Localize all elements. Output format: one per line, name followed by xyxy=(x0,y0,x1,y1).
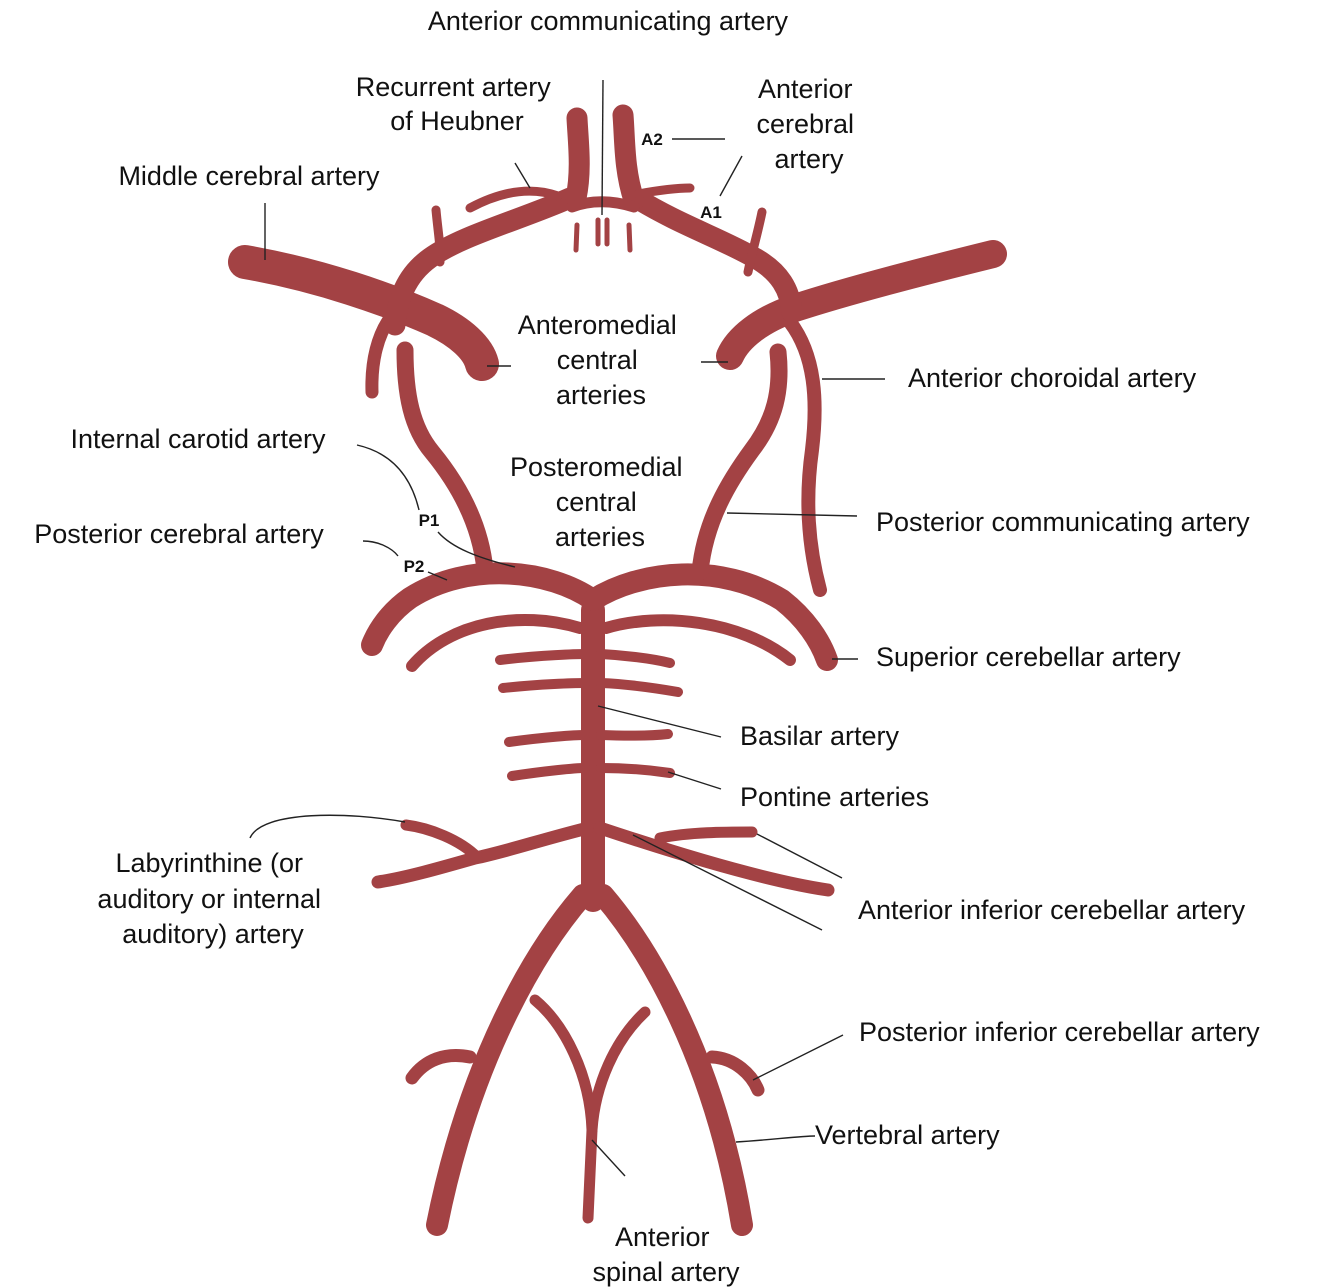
label-posterior-communicating-artery: Posterior communicating artery xyxy=(876,507,1250,537)
pontine-artery xyxy=(503,683,585,688)
leader-a1 xyxy=(720,156,742,196)
label-anterior-inferior-cerebellar-artery: Anterior inferior cerebellar artery xyxy=(858,895,1246,925)
label-p1: P1 xyxy=(419,511,440,530)
left-pica xyxy=(412,1056,470,1078)
label-anterior-communicating-artery: Anterior communicating artery xyxy=(428,6,789,36)
pontine-artery xyxy=(509,735,585,742)
right-posterior-communicating-artery xyxy=(700,352,779,572)
pontine-artery xyxy=(601,654,670,663)
labyrinthine-artery xyxy=(406,825,477,857)
anterior-choroidal-artery xyxy=(790,322,820,590)
right-recurrent-artery-of-heubner xyxy=(638,188,690,194)
left-middle-cerebral-artery xyxy=(245,262,482,364)
anteromedial-branch xyxy=(629,225,630,250)
leader-posterior-communicating xyxy=(727,513,857,516)
label-internal-carotid-artery: Internal carotid artery xyxy=(70,424,326,454)
anterior-communicating-artery xyxy=(572,202,634,207)
label-anterior-choroidal-artery: Anterior choroidal artery xyxy=(908,363,1197,393)
leader-anterior-spinal xyxy=(592,1140,625,1176)
label-posteromedial-central-arteries: Posteromedial central arteries xyxy=(510,452,690,552)
anterior-spinal-artery xyxy=(588,1130,592,1218)
left-a2-segment xyxy=(576,118,579,198)
label-superior-cerebellar-artery: Superior cerebellar artery xyxy=(876,642,1181,672)
right-a2-segment xyxy=(623,115,634,200)
pontine-artery xyxy=(601,768,670,773)
leader-pontine xyxy=(668,772,721,789)
right-labyrinthine-artery xyxy=(660,832,752,838)
label-recurrent-artery-of-heubner: Recurrent artery of Heubner xyxy=(356,72,559,136)
label-p2: P2 xyxy=(404,557,425,576)
label-posterior-inferior-cerebellar-artery: Posterior inferior cerebellar artery xyxy=(859,1017,1260,1047)
anterior-spinal-left-root xyxy=(535,1000,592,1130)
right-pica xyxy=(712,1057,758,1090)
label-pontine-arteries: Pontine arteries xyxy=(740,782,929,812)
leader-aica-upper xyxy=(757,834,842,878)
leader-pica xyxy=(753,1035,843,1080)
leader-recurrent-heubner xyxy=(515,163,530,188)
label-labyrinthine-artery: Labyrinthine (or auditory or internal au… xyxy=(97,848,328,949)
pontine-artery xyxy=(500,654,585,660)
leader-labyrinthine xyxy=(250,815,405,838)
left-vertical-branch xyxy=(436,210,440,262)
label-anterior-cerebral-artery: Anterior cerebral artery xyxy=(756,74,861,174)
pontine-artery xyxy=(601,734,668,736)
left-posterior-cerebral-artery xyxy=(372,573,593,645)
leader-posterior-cerebral xyxy=(363,541,398,556)
anteromedial-branch xyxy=(576,225,577,250)
label-middle-cerebral-artery: Middle cerebral artery xyxy=(118,161,380,191)
label-a1: A1 xyxy=(700,203,722,222)
label-basilar-artery: Basilar artery xyxy=(740,721,900,751)
label-anterior-spinal-artery: Anterior spinal artery xyxy=(592,1222,740,1287)
leader-internal-carotid xyxy=(357,445,419,510)
pontine-artery xyxy=(512,768,585,776)
label-a2: A2 xyxy=(641,130,663,149)
left-posterior-communicating-artery xyxy=(405,350,485,570)
label-vertebral-artery: Vertebral artery xyxy=(815,1120,1000,1150)
anterior-spinal-right-root xyxy=(592,1012,645,1130)
left-aica xyxy=(378,828,588,882)
leader-vertebral xyxy=(736,1136,815,1142)
pontine-artery xyxy=(601,683,678,692)
leader-anterior-communicating xyxy=(602,80,603,215)
label-anteromedial-central-arteries: Anteromedial central arteries xyxy=(518,310,685,410)
label-posterior-cerebral-artery: Posterior cerebral artery xyxy=(34,519,324,549)
